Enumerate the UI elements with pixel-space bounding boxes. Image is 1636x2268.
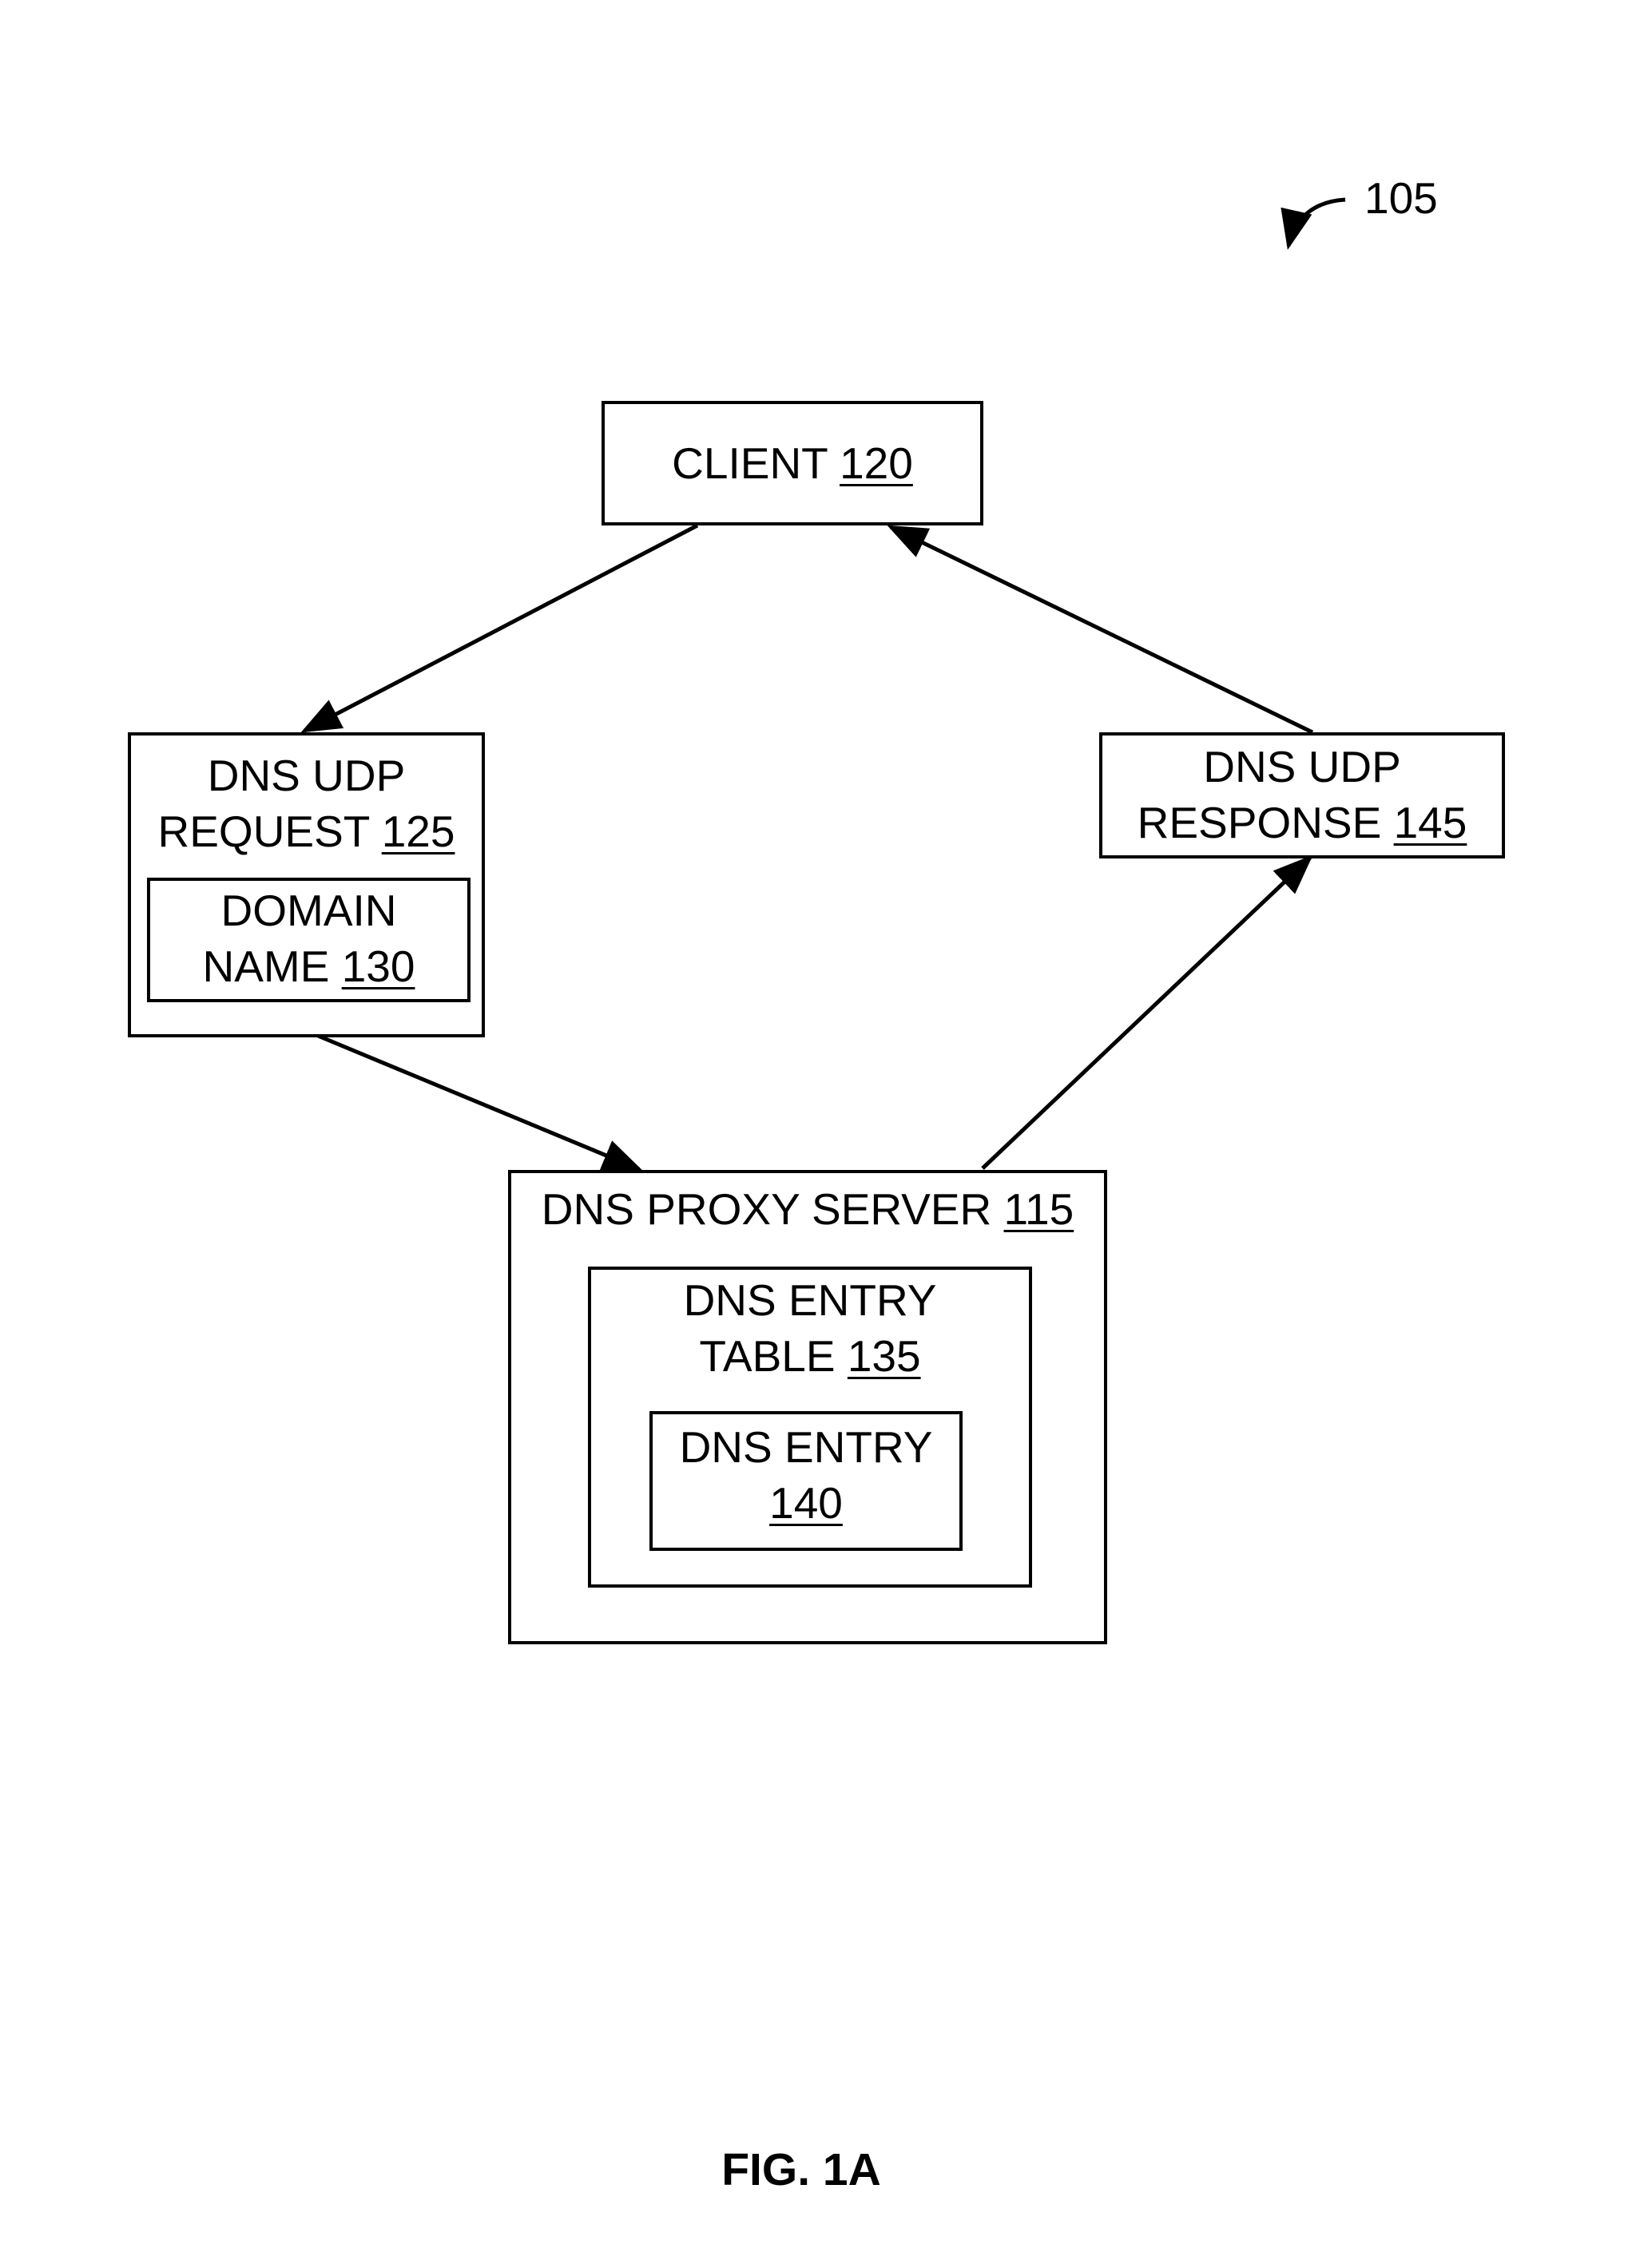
- entry-table-ref: 135: [848, 1331, 921, 1381]
- entry-label-line1: DNS ENTRY: [653, 1419, 959, 1475]
- domain-name-text: NAME: [203, 942, 330, 991]
- entry-box: DNS ENTRY 140: [649, 1411, 963, 1551]
- response-label-line2: RESPONSE 145: [1102, 795, 1502, 850]
- client-text: CLIENT: [672, 438, 828, 488]
- domain-name-ref: 130: [342, 942, 415, 991]
- figure-caption: FIG. 1A: [0, 2142, 1602, 2198]
- arrow-response-to-client: [891, 527, 1312, 732]
- entry-table-text: TABLE: [699, 1331, 835, 1381]
- request-label-line1: DNS UDP: [131, 747, 482, 803]
- request-label-line2: REQUEST 125: [131, 803, 482, 859]
- entry-ref: 140: [769, 1478, 843, 1528]
- entry-table-label-line2: TABLE 135: [591, 1328, 1029, 1384]
- response-ref: 145: [1394, 798, 1467, 847]
- domain-name-box: DOMAIN NAME 130: [147, 878, 471, 1002]
- request-ref: 125: [382, 807, 455, 856]
- response-box: DNS UDP RESPONSE 145: [1099, 732, 1505, 858]
- arrow-client-to-request: [304, 525, 697, 731]
- entry-table-label-line1: DNS ENTRY: [591, 1272, 1029, 1328]
- entry-label-line2: 140: [653, 1475, 959, 1531]
- response-label-line1: DNS UDP: [1102, 739, 1502, 795]
- proxy-server-label: DNS PROXY SERVER 115: [511, 1181, 1104, 1237]
- response-text: RESPONSE: [1138, 798, 1382, 847]
- proxy-server-box: DNS PROXY SERVER 115 DNS ENTRY TABLE 135…: [508, 1170, 1107, 1644]
- proxy-server-text: DNS PROXY SERVER: [542, 1184, 991, 1234]
- domain-name-label-line1: DOMAIN: [150, 882, 467, 938]
- client-ref: 120: [840, 438, 913, 488]
- proxy-server-ref: 115: [1004, 1184, 1074, 1234]
- client-box: CLIENT 120: [602, 401, 983, 525]
- arrow-request-to-proxy-server: [318, 1036, 639, 1169]
- entry-table-box: DNS ENTRY TABLE 135 DNS ENTRY 140: [588, 1267, 1032, 1588]
- figure-reference-number: 105: [1364, 170, 1438, 226]
- client-label: CLIENT 120: [605, 435, 980, 491]
- reference-leader-arrow: [1289, 200, 1345, 246]
- request-text: REQUEST: [158, 807, 370, 856]
- domain-name-label-line2: NAME 130: [150, 938, 467, 994]
- request-box: DNS UDP REQUEST 125 DOMAIN NAME 130: [128, 732, 485, 1037]
- arrow-proxy-server-to-response: [983, 858, 1310, 1168]
